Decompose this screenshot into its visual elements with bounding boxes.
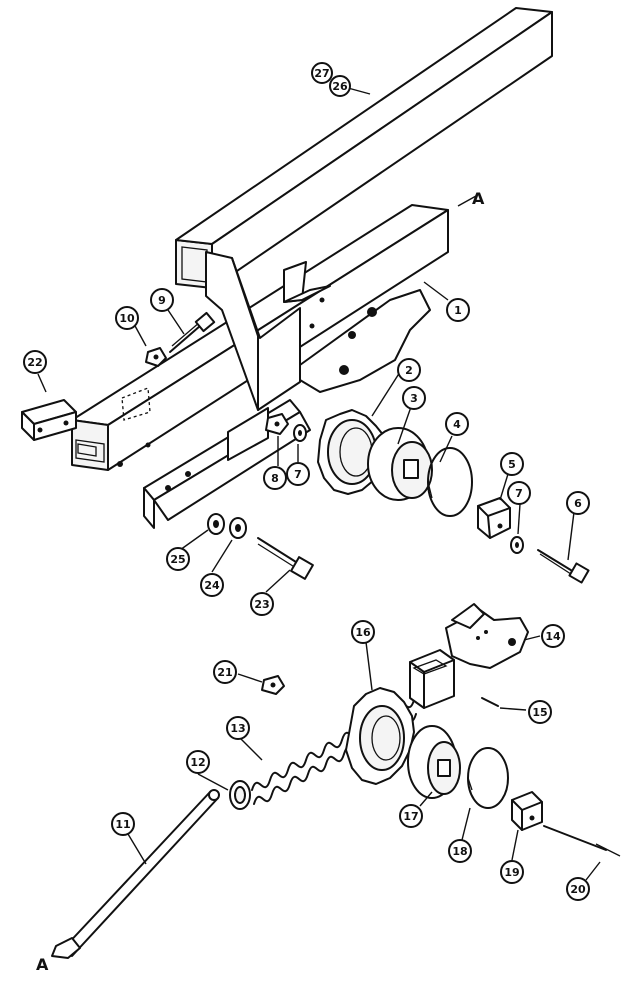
svg-text:3: 3 — [410, 392, 418, 405]
callout-25: 25 — [166, 547, 190, 571]
part-7-washer-lower — [510, 536, 524, 554]
callout-27: 27 — [311, 62, 333, 84]
svg-text:15: 15 — [532, 706, 547, 719]
callout-15: 15 — [528, 700, 552, 724]
svg-text:7: 7 — [515, 487, 523, 500]
svg-text:16: 16 — [355, 626, 371, 639]
svg-text:14: 14 — [545, 630, 561, 643]
part-10-nut — [145, 347, 167, 367]
callout-21: 21 — [213, 660, 237, 684]
part-8-nut — [265, 413, 289, 435]
svg-text:27: 27 — [314, 67, 329, 80]
svg-text:4: 4 — [453, 418, 461, 431]
upper-square-tube — [175, 7, 553, 289]
part-16-sprocket — [345, 687, 415, 785]
part-14-clevis — [445, 603, 529, 669]
reference-mark-a-top: A — [472, 189, 485, 208]
callout-10: 10 — [115, 306, 139, 330]
svg-text:2: 2 — [405, 364, 413, 377]
callout-17: 17 — [399, 804, 423, 828]
reference-mark-a-bottom: A — [36, 955, 49, 974]
callout-9: 9 — [150, 288, 174, 312]
callout-23: 23 — [250, 592, 274, 616]
svg-text:1: 1 — [454, 304, 462, 317]
callout-11: 11 — [111, 812, 135, 836]
part-18-snap-ring — [467, 747, 509, 809]
gusset-tab — [283, 261, 331, 303]
svg-text:17: 17 — [403, 810, 418, 823]
svg-text:12: 12 — [190, 756, 205, 769]
callout-6: 6 — [566, 491, 590, 515]
callout-2: 2 — [397, 358, 421, 382]
svg-text:5: 5 — [508, 458, 516, 471]
part-4-snap-ring — [427, 447, 473, 517]
callout-1: 1 — [446, 298, 470, 322]
svg-text:20: 20 — [570, 883, 586, 896]
callout-16: 16 — [351, 620, 375, 644]
svg-text:19: 19 — [504, 866, 519, 879]
part-24-lock-washer — [229, 517, 247, 539]
part-25-washer — [207, 513, 225, 535]
callout-13: 13 — [226, 716, 250, 740]
svg-text:26: 26 — [332, 80, 348, 93]
callout-22: 22 — [23, 350, 47, 374]
svg-text:21: 21 — [217, 666, 232, 679]
svg-text:8: 8 — [271, 472, 279, 485]
svg-text:7: 7 — [294, 468, 302, 481]
part-11-rod — [51, 789, 220, 959]
z-bracket — [205, 251, 325, 411]
callout-12: 12 — [186, 750, 210, 774]
part-19-collar — [511, 791, 543, 831]
part-12-washer — [229, 780, 251, 810]
part-23-bolt — [257, 537, 314, 580]
callout-7-right: 7 — [507, 481, 531, 505]
svg-text:6: 6 — [574, 497, 582, 510]
callout-18: 18 — [448, 839, 472, 863]
svg-text:11: 11 — [115, 818, 130, 831]
callout-8: 8 — [263, 466, 287, 490]
part-3-bearing — [367, 427, 433, 501]
part-17-bearing — [407, 725, 461, 799]
callout-20: 20 — [566, 877, 590, 901]
part-9-bolt — [169, 311, 216, 353]
mounting-plate — [299, 289, 431, 393]
svg-text:10: 10 — [119, 312, 135, 325]
svg-text:23: 23 — [254, 598, 269, 611]
callout-26: 26 — [329, 75, 351, 97]
part-15-pin — [481, 697, 499, 707]
svg-text:18: 18 — [452, 845, 467, 858]
callout-19: 19 — [500, 860, 524, 884]
callout-3: 3 — [402, 386, 426, 410]
part-22-block — [21, 399, 77, 441]
svg-text:22: 22 — [27, 356, 42, 369]
part-7-washer-upper — [293, 424, 307, 442]
leader-lines — [37, 87, 601, 881]
side-angle-bracket — [143, 399, 311, 529]
hidden-fastener — [121, 387, 151, 421]
part-15-block — [409, 649, 455, 709]
part-6-bolt — [537, 549, 590, 584]
callout-24: 24 — [200, 573, 224, 597]
callout-14: 14 — [541, 624, 565, 648]
svg-text:9: 9 — [158, 294, 166, 307]
part-21-nut — [261, 675, 285, 695]
svg-text:24: 24 — [204, 579, 220, 592]
svg-text:25: 25 — [170, 553, 185, 566]
svg-text:13: 13 — [230, 722, 245, 735]
callout-7-left: 7 — [286, 462, 310, 486]
callout-5: 5 — [500, 452, 524, 476]
part-5-collar — [477, 497, 511, 539]
part-20-screw — [543, 825, 621, 857]
callout-4: 4 — [445, 412, 469, 436]
